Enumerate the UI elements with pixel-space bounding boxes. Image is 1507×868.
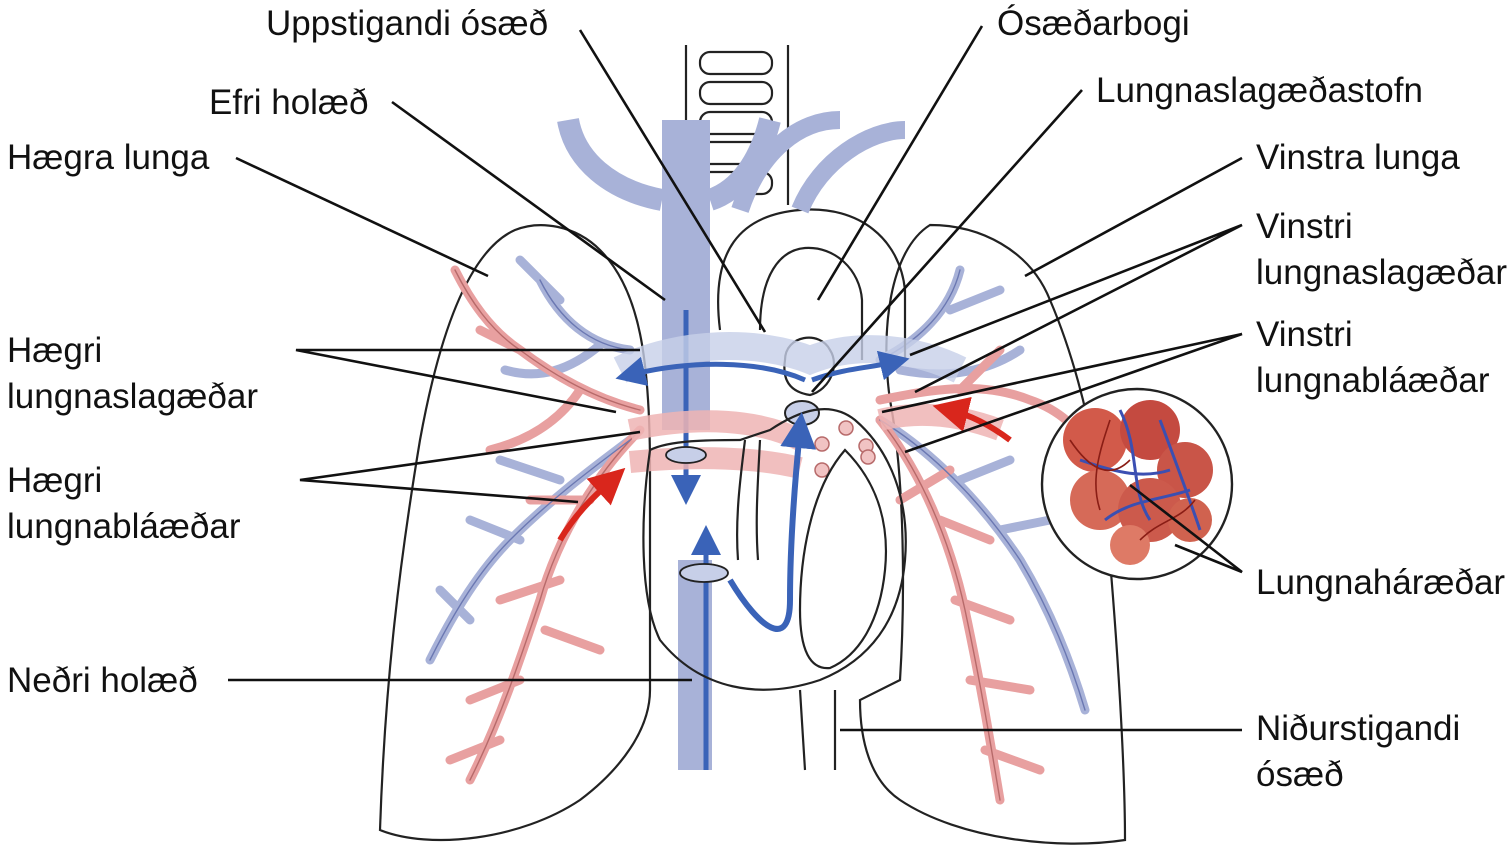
label-line: Hægri (7, 331, 103, 370)
leader-lines (228, 25, 1243, 732)
aorta (717, 111, 907, 360)
label-pulmonary-capillaries: Lungnaháræðar (1256, 563, 1506, 602)
label-pulmonary-trunk: Lungnaslagæðastofn (1096, 71, 1423, 110)
label-right-lung: Hægra lunga (7, 138, 210, 177)
label-ascending-aorta: Uppstigandi ósæð (266, 4, 549, 43)
label-line: lungnabláæðar (1256, 360, 1490, 400)
heart (642, 408, 907, 691)
left-lung-vessels (875, 265, 1095, 805)
label-right-pulmonary-arteries: Hægri lungnaslagæðar (7, 328, 258, 419)
label-line: Vinstri (1256, 315, 1353, 354)
label-superior-vena-cava: Efri holæð (209, 83, 369, 122)
right-lung-vessels (425, 255, 645, 785)
label-line: lungnabláæðar (7, 506, 241, 546)
right-lung (378, 224, 652, 842)
label-descending-aorta: Niðurstigandi ósæð (1256, 706, 1460, 797)
label-inferior-vena-cava: Neðri holæð (7, 661, 198, 700)
label-line: Hægri (7, 461, 103, 500)
label-line: lungnaslagæðar (1256, 252, 1507, 292)
label-line: lungnaslagæðar (7, 376, 259, 416)
label-left-pulmonary-arteries: Vinstri lungnaslagæðar (1256, 204, 1507, 295)
label-right-pulmonary-veins: Hægri lungnabláæðar (7, 458, 241, 549)
label-line: Niðurstigandi (1256, 709, 1461, 748)
label-left-lung: Vinstra lunga (1256, 138, 1460, 177)
descending-aorta (798, 689, 837, 771)
label-aortic-arch: Ósæðarbogi (997, 4, 1190, 43)
label-left-pulmonary-veins: Vinstri lungnabláæðar (1256, 312, 1490, 403)
label-line: Vinstri (1256, 207, 1353, 246)
label-line: ósæð (1256, 754, 1344, 794)
capillary-inset (1040, 387, 1234, 581)
